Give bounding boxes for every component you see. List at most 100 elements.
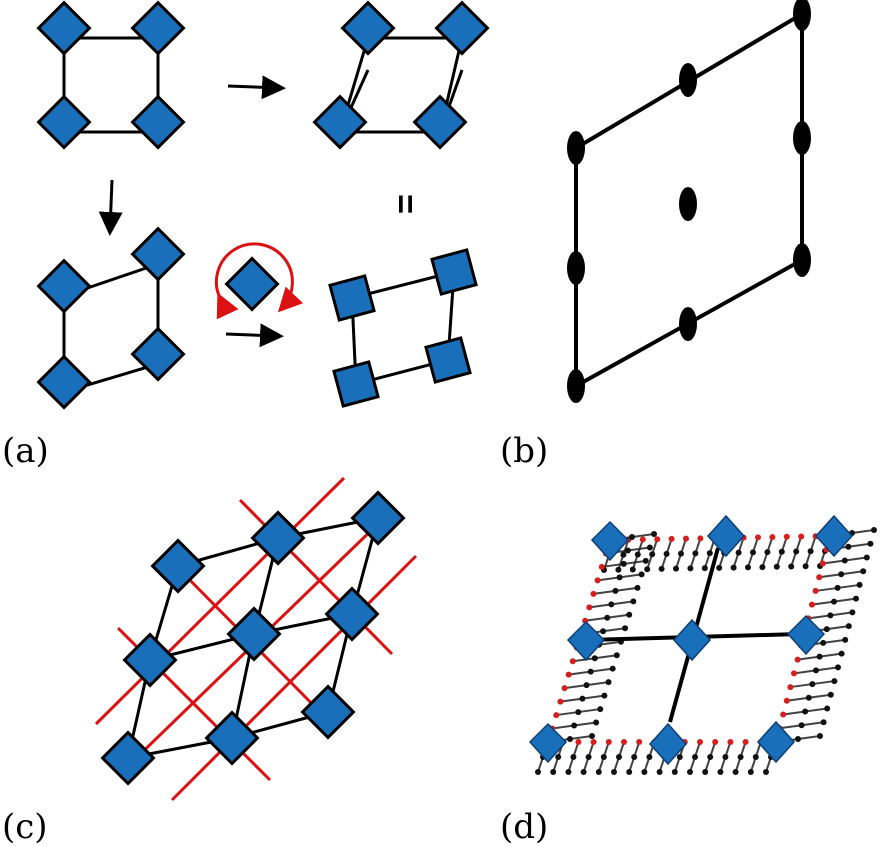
carbon-atom [813,667,819,674]
metal-node [130,0,186,56]
metal-node [226,606,282,662]
carbon-atom [575,709,582,716]
carbon-atom [587,668,594,675]
carbon-atom [853,595,859,602]
carbon-atom [763,769,769,775]
carbon-atom [735,549,742,556]
metal-polyhedron [756,720,796,764]
oxygen-atom [636,739,643,745]
lattice-point [679,307,697,341]
carbon-atom [638,571,645,578]
metal-polyhedron [672,618,712,662]
metal-node [328,274,376,322]
right-arrow [227,75,286,100]
carbon-atom [604,614,611,621]
carbon-atom [845,623,852,630]
carbon-atom [788,563,795,570]
rhombus-topology [312,0,490,150]
carbon-atom [589,733,595,739]
panel-c-network [94,476,418,802]
carbon-atom [612,587,619,594]
lattice-point [567,251,585,285]
oxygen-atom [598,563,605,570]
carbon-atom [827,612,834,619]
carbon-atom [722,754,729,760]
oxygen-atom [621,739,627,745]
metal-node [122,632,178,688]
oxygen-atom [594,577,601,584]
carbon-atom [649,551,656,558]
metal-node [130,326,186,382]
carbon-atom [717,769,724,775]
carbon-atom [835,664,841,671]
carbon-atom [616,574,623,581]
carbon-atom [629,566,636,573]
carbon-atom [591,655,598,662]
oxygen-atom [565,671,572,678]
carbon-atom [831,678,838,685]
carbon-atom [609,665,616,672]
metal-polyhedron [648,722,688,766]
oxygen-atom [742,739,749,745]
oxygen-atom [569,658,576,665]
carbon-atom [622,625,629,632]
carbon-atom [737,754,744,760]
metal-node [424,336,472,384]
carbon-atom [867,540,874,547]
lattice-point [793,243,811,277]
carbon-atom [706,550,713,557]
oxygen-atom [819,560,826,567]
carbon-atom [673,565,679,572]
metal-node [412,94,468,150]
oxygen-atom [668,535,675,542]
hexagon-topology [36,226,186,410]
metal-node [36,94,92,150]
carbon-atom [646,754,653,760]
carbon-atom [823,626,830,633]
oxygen-atom [755,534,761,541]
carbon-atom [860,568,867,575]
panel-label-d: (d) [500,807,549,847]
carbon-atom [831,598,837,605]
oxygen-atom [791,670,797,677]
carbon-atom [630,598,637,605]
carbon-atom [834,584,841,591]
carbon-atom [656,769,663,775]
carbon-atom [535,769,541,775]
rotation-symbol [214,242,304,348]
oxygen-atom [557,698,564,705]
square-topology [36,0,186,150]
carbon-atom [608,601,615,608]
carbon-atom [856,581,863,588]
carbon-atom [747,769,754,775]
panel-a-diagram: = [36,0,490,410]
carbon-atom [570,754,577,760]
carbon-atom [817,733,823,739]
oxygen-atom [553,712,560,719]
carbon-atom [701,565,708,572]
metal-node [250,510,306,566]
oxygen-atom [590,590,597,597]
carbon-atom [555,754,562,760]
carbon-atom [597,706,604,713]
metal-node [224,256,280,312]
carbon-atom [663,550,670,557]
carbon-atom [583,682,590,689]
carbon-atom [745,564,751,571]
carbon-atom [616,754,622,760]
carbon-atom [605,679,612,686]
carbon-atom [849,609,856,616]
carbon-atom [676,754,683,760]
carbon-atom [579,695,586,702]
carbon-atom [571,722,578,729]
carbon-atom [580,769,587,775]
metal-node [150,538,206,594]
oxygen-atom [590,739,597,745]
lattice-point [567,131,585,165]
panel-label-b: (b) [500,431,549,471]
oxygen-atom [809,601,815,608]
carbon-atom [759,564,766,571]
metal-node [434,0,490,56]
oxygen-atom [575,739,582,745]
oxygen-atom [697,739,703,745]
